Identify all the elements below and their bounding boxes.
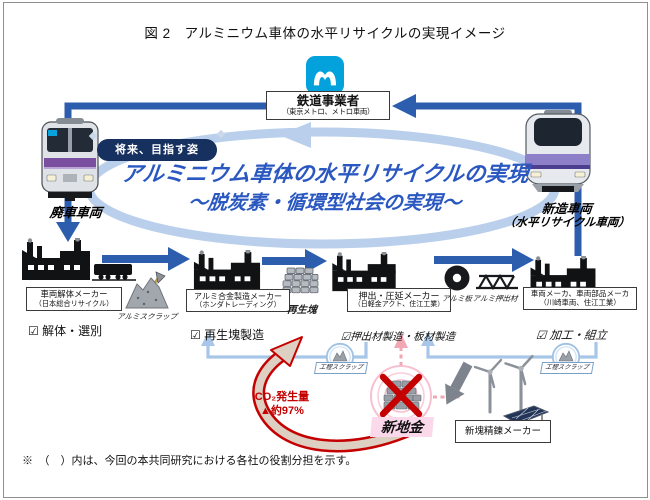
figure-title: 図 2 アルミニウム車体の水平リサイクルの実現イメージ (144, 26, 506, 41)
new-train-icon (525, 110, 591, 192)
sparkle-icon (88, 129, 226, 141)
maker-companies: （川崎車両、住江工業） (539, 297, 621, 307)
role-dismantle: ☑ 解体・選別 (28, 324, 103, 338)
wind-turbine-icon (503, 354, 534, 412)
footnote: ※ （ ）内は、今回の本共同研究における各社の役割分担を示す。 (22, 455, 357, 467)
smelter-supply-arrow (445, 361, 473, 405)
prohibition-x-icon (379, 373, 423, 418)
smelter-box: 新塊精錬メーカー (455, 420, 551, 443)
aluminium-scrap-label: アルミスクラップ (116, 312, 178, 321)
new-train-sublabel: （水平リサイクル車両） (503, 217, 631, 229)
co2-reduction-note: CO₂発生量 ▲約97% (244, 391, 320, 419)
maker-companies: （日本総合リサイクル） (34, 298, 114, 308)
role-ingot: ☑ 再生塊製造 (190, 328, 265, 342)
role-assembly: ☑ 加工・組立 (535, 330, 608, 342)
flow-newtrain-to-operator (392, 94, 582, 256)
aluminium-extrusion-label: アルミ押出材 (472, 294, 518, 303)
extrusion-factory-icon (332, 252, 396, 292)
scrap-train-silhouette-icon (92, 264, 136, 281)
maker-name: 車両メーカ、車両部品メーカ (530, 289, 630, 298)
aluminium-scrap-icon (125, 271, 169, 309)
maker-name: 車両解体メーカー (40, 289, 108, 299)
maker-box-dismantler: 車両解体メーカー （日本総合リサイクル） (26, 287, 122, 311)
maker-name: 押出・圧延メーカー (358, 291, 440, 301)
maker-name: アルミ合金製造メーカー (194, 292, 282, 301)
future-vision-badge: 将来、目指す姿 (97, 139, 217, 161)
aluminium-extrusion-icon (476, 273, 518, 291)
alloy-factory-icon (193, 250, 261, 291)
recycled-ingot-label: 再生塊 (286, 305, 318, 316)
maker-box-carbuilder: 車両メーカ、車両部品メーカ （川崎車両、住江工業） (523, 287, 637, 311)
maker-box-alloy: アルミ合金製造メーカー （ホンダトレーディング） (186, 289, 290, 313)
vision-headline-line1: アルミニウム車体の水平リサイクルの実現 (119, 162, 530, 186)
process-flow-arrows (102, 247, 534, 273)
aluminium-sheet-coil-icon (444, 265, 470, 291)
role-extrusion: ☑押出材製造・板材製造 (340, 331, 456, 343)
co2-line2: ▲約97% (260, 404, 304, 417)
process-scrap-loop-2 (421, 332, 598, 359)
maker-box-extrusion: 押出・圧延メーカー （日軽金アクト、住江工業） (347, 288, 451, 313)
process-scrap-banner-1: 工程スクラップ (313, 362, 369, 374)
rail-operator-name: 鉄道事業者 (296, 94, 360, 108)
scrapped-train-label: 廃車車両 (49, 205, 103, 220)
maker-companies: （日軽金アクト、住江工業） (353, 301, 445, 309)
co2-reduction-arrow (252, 336, 419, 453)
wind-turbine-icon (473, 358, 503, 414)
tokyo-metro-logo-icon (306, 56, 344, 94)
dismantler-factory-icon (22, 238, 90, 280)
process-scrap-banner-2: 工程スクラップ (539, 362, 595, 374)
rail-operator-companies: （東京メトロ、メトロ車両） (281, 107, 375, 117)
new-ingot-label: 新地金 (369, 417, 435, 437)
co2-line1: CO₂発生量 (254, 391, 310, 403)
rail-operator-box: 鉄道事業者 （東京メトロ、メトロ車両） (266, 91, 390, 120)
scrapped-train-icon (41, 118, 99, 201)
maker-companies: （ホンダトレーディング） (195, 300, 281, 310)
